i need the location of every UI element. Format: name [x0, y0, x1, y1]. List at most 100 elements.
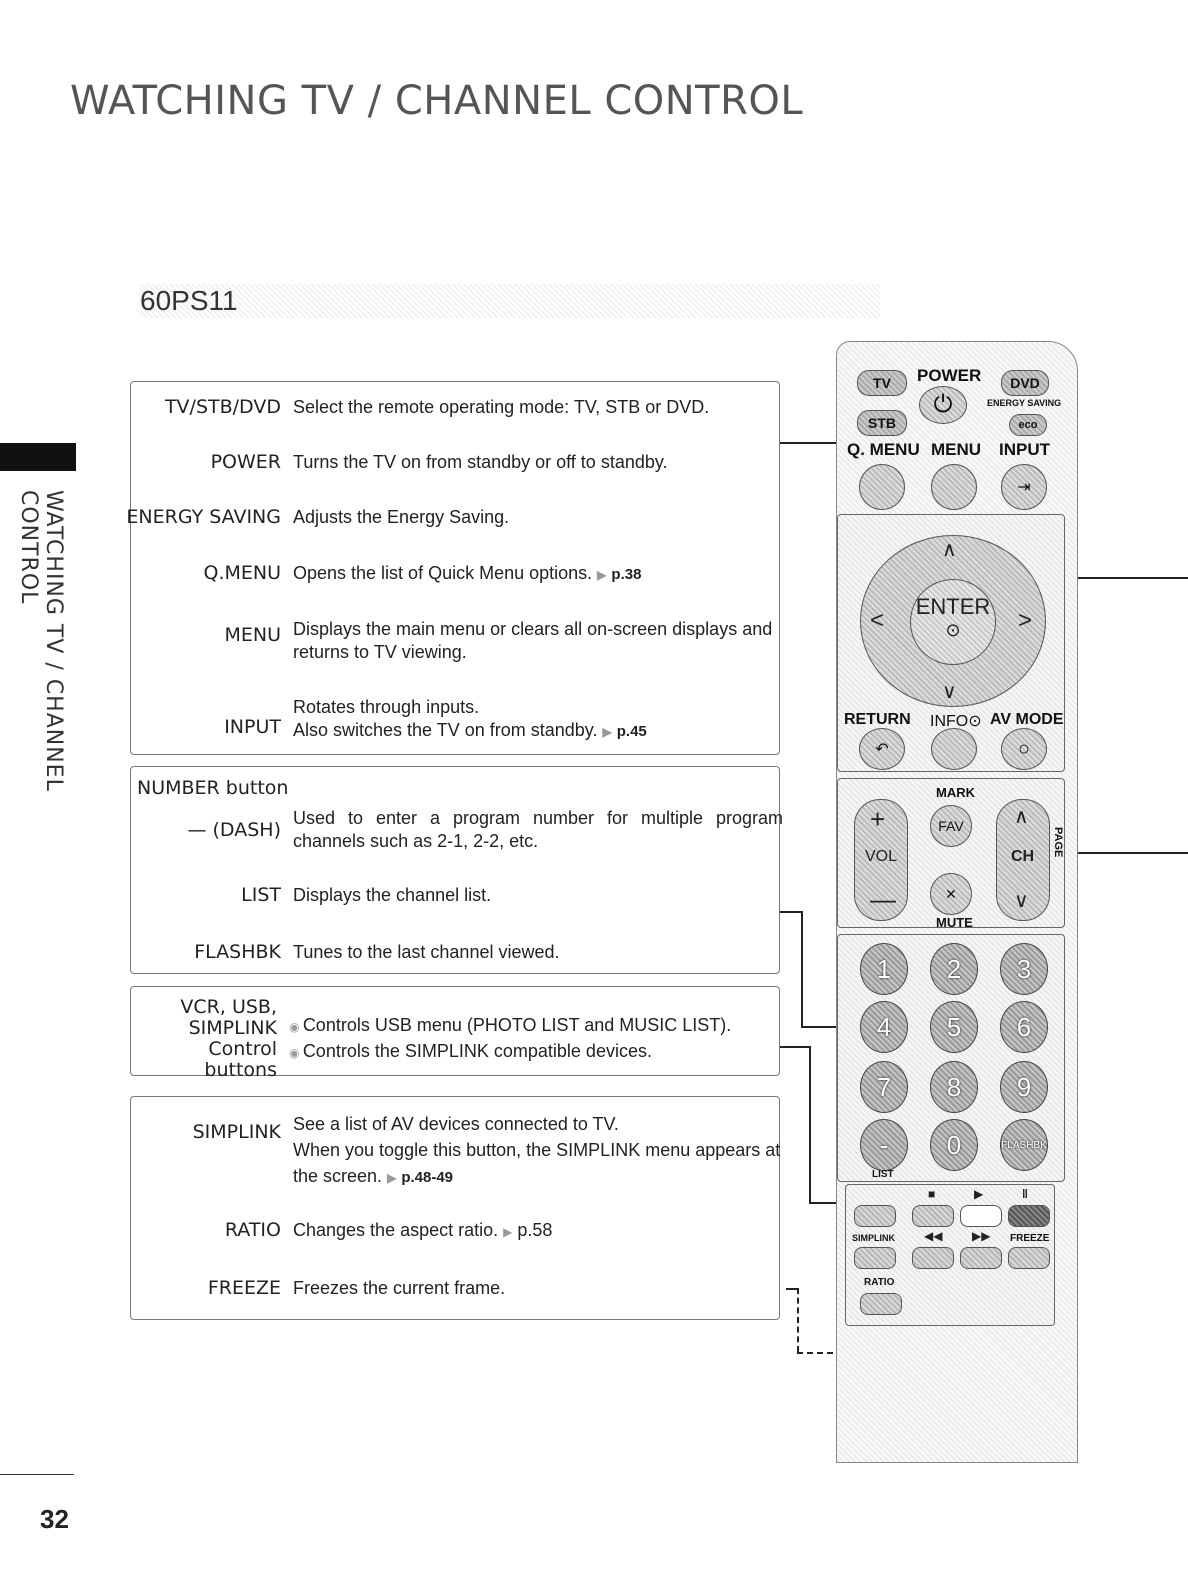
connector-line	[1054, 852, 1188, 854]
input-icon: ⇥	[1017, 479, 1031, 496]
page-reference: p.48-49	[387, 1169, 453, 1186]
term-flashbk: FLASHBK	[194, 941, 281, 963]
volume-up-icon: +	[870, 804, 886, 834]
connector-line	[780, 911, 802, 913]
mute-label: MUTE	[936, 915, 973, 930]
channel-rocker[interactable]: ∧ CH ∨	[996, 799, 1050, 921]
pause-button[interactable]	[1008, 1205, 1050, 1227]
up-arrow-icon[interactable]: ∧	[942, 539, 957, 561]
return-icon: ↶	[875, 741, 889, 758]
ratio-button[interactable]	[860, 1293, 902, 1315]
stb-mode-button[interactable]: STB	[857, 410, 907, 436]
term-vcr-usb-simplink: VCR, USB, SIMPLINK Control buttons	[180, 996, 277, 1081]
number-9-button[interactable]: 9	[1000, 1061, 1048, 1113]
tv-mode-button[interactable]: TV	[857, 370, 907, 396]
dvd-mode-button[interactable]: DVD	[1001, 370, 1049, 396]
number-8-button[interactable]: 8	[930, 1061, 978, 1113]
fast-forward-button[interactable]	[960, 1247, 1002, 1269]
simplink-ratio-freeze-box: SIMPLINK See a list of AV devices connec…	[130, 1096, 780, 1320]
connector-dashed-line	[786, 1288, 798, 1290]
list-item: ◉ Controls USB menu (PHOTO LIST and MUSI…	[289, 1015, 732, 1035]
simplink-mode-button[interactable]	[854, 1247, 896, 1269]
play-icon: ▶	[974, 1187, 984, 1201]
channel-up-icon: ∧	[1014, 806, 1029, 828]
term-dash: — (DASH)	[187, 819, 281, 841]
rewind-button[interactable]	[912, 1247, 954, 1269]
mute-button[interactable]: ✕	[930, 873, 972, 915]
input-button[interactable]: ⇥	[1001, 464, 1047, 510]
connector-line	[801, 1026, 841, 1028]
flashbk-button[interactable]: FLASHBK	[1000, 1119, 1048, 1171]
connector-line	[801, 911, 803, 1028]
avmode-button[interactable]: ○	[1001, 728, 1047, 770]
info-label: INFO⊙	[930, 713, 982, 730]
connector-line	[1068, 577, 1188, 579]
input-label: INPUT	[999, 440, 1050, 459]
energy-saving-button[interactable]: eco	[1009, 414, 1047, 436]
page-reference: p.58	[503, 1220, 552, 1240]
right-arrow-icon[interactable]: >	[1018, 607, 1033, 634]
page-title: WATCHING TV / CHANNEL CONTROL	[70, 78, 804, 124]
power-button[interactable]: ⏻	[919, 386, 967, 424]
enter-icon: ⊙	[945, 620, 961, 640]
bullet-icon: ◉	[289, 1046, 303, 1060]
volume-channel-panel: MARK + VOL — FAV ✕ MUTE ∧ CH ∨ PAGE	[837, 778, 1065, 930]
qmenu-label: Q. MENU	[847, 440, 920, 459]
number-6-button[interactable]: 6	[1000, 1001, 1048, 1053]
simplink-button[interactable]	[854, 1205, 896, 1227]
freeze-button[interactable]	[1008, 1247, 1050, 1269]
simplink-label: SIMPLINK	[852, 1233, 896, 1243]
ratio-label: RATIO	[864, 1277, 895, 1288]
bullet-list: ◉ Controls USB menu (PHOTO LIST and MUSI…	[289, 1013, 731, 1065]
number-2-button[interactable]: 2	[930, 943, 978, 995]
volume-down-icon: —	[870, 884, 896, 914]
list-label: LIST	[872, 1169, 894, 1180]
term-list: LIST	[241, 884, 281, 906]
number-3-button[interactable]: 3	[1000, 943, 1048, 995]
page-reference: p.38	[597, 566, 641, 583]
term-tv-stb-dvd: TV/STB/DVD	[164, 396, 281, 418]
mode-power-menu-box: TV/STB/DVD Select the remote operating m…	[126, 381, 780, 755]
list-item: ◉ Controls the SIMPLINK compatible devic…	[289, 1041, 652, 1061]
power-label: POWER	[917, 366, 982, 385]
menu-button[interactable]	[931, 464, 977, 510]
connector-line	[780, 442, 840, 444]
term-qmenu: Q.MENU	[203, 562, 281, 584]
play-button[interactable]	[960, 1205, 1002, 1227]
term-simplink: SIMPLINK	[192, 1121, 281, 1143]
channel-down-icon: ∨	[1014, 890, 1029, 912]
enter-button[interactable]: ENTER ⊙	[910, 579, 996, 665]
return-label: RETURN	[844, 711, 911, 728]
info-button[interactable]	[931, 728, 977, 770]
term-energy-saving: ENERGY SAVING	[126, 506, 281, 528]
energy-saving-label: ENERGY SAVING	[987, 398, 1062, 408]
number-pad-panel: 1 2 3 4 5 6 7 8 9 - 0 FLASHBK LIST	[837, 934, 1065, 1182]
number-0-button[interactable]: 0	[930, 1119, 978, 1171]
stop-icon: ■	[928, 1187, 936, 1201]
term-input: INPUT	[224, 716, 281, 738]
power-icon: ⏻	[933, 391, 953, 418]
qmenu-button[interactable]	[859, 464, 905, 510]
term-menu: MENU	[224, 624, 281, 646]
number-4-button[interactable]: 4	[860, 1001, 908, 1053]
page-number: 32	[40, 1504, 69, 1534]
bullet-icon: ◉	[289, 1020, 303, 1034]
menu-label: MENU	[931, 440, 982, 459]
return-button[interactable]: ↶	[859, 728, 905, 770]
number-5-button[interactable]: 5	[930, 1001, 978, 1053]
section-tab-marker	[0, 443, 76, 471]
model-heading: 60PS11	[140, 284, 880, 318]
number-7-button[interactable]: 7	[860, 1061, 908, 1113]
fav-button[interactable]: FAV	[930, 805, 972, 847]
down-arrow-icon[interactable]: ∨	[942, 681, 957, 703]
dash-button[interactable]: -	[860, 1119, 908, 1171]
pause-icon: ‖	[1022, 1187, 1028, 1201]
connector-line	[809, 1046, 811, 1203]
footer-rule	[0, 1474, 74, 1475]
left-arrow-icon[interactable]: <	[870, 607, 885, 634]
number-1-button[interactable]: 1	[860, 943, 908, 995]
remote-control-illustration: TV POWER DVD ⏻ ENERGY SAVING STB eco Q. …	[836, 341, 1078, 1463]
volume-rocker[interactable]: + VOL —	[854, 799, 908, 921]
mute-icon: ✕	[945, 885, 957, 902]
stop-button[interactable]	[912, 1205, 954, 1227]
